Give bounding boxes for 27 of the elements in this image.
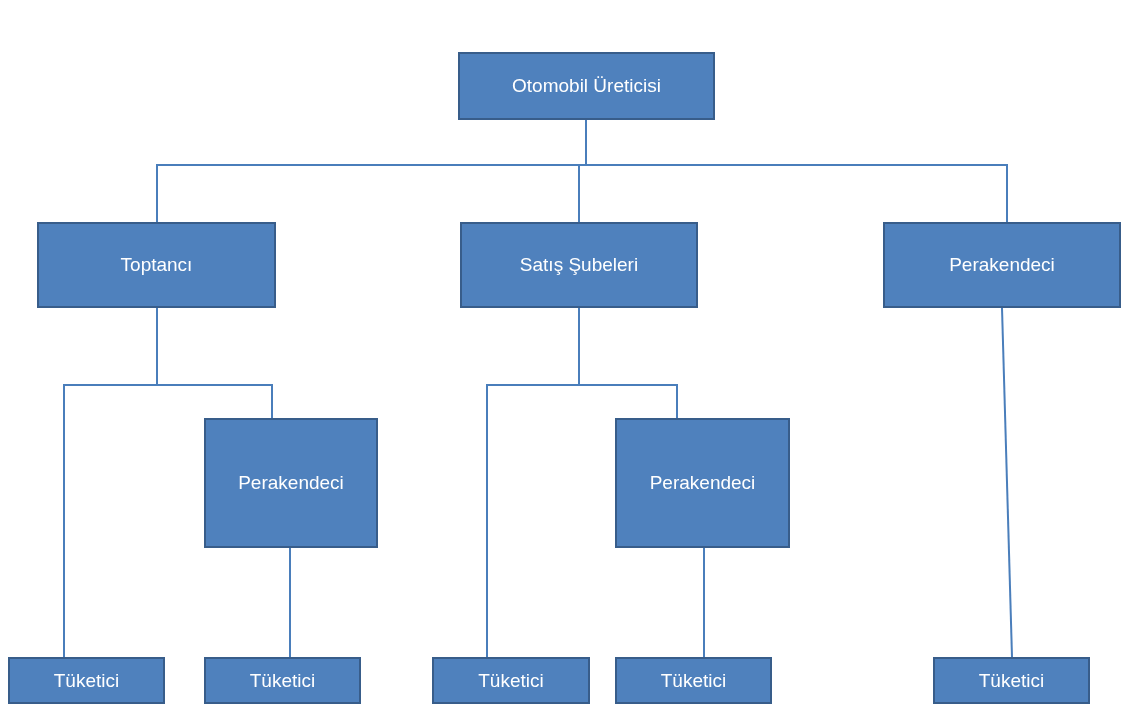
connector-line: [703, 547, 705, 658]
box-label: Satış Şubeleri: [519, 254, 639, 276]
process-box: [204, 657, 361, 704]
box-label: Perakendeci: [649, 472, 756, 494]
box-label: Tüketici: [249, 669, 316, 692]
connector-line: [156, 307, 273, 419]
process-box: [615, 418, 790, 548]
box-label: Perakendeci: [949, 254, 1055, 276]
process-box: [432, 657, 590, 704]
process-box: [458, 52, 715, 120]
box-label: Otomobil Üreticisi: [512, 75, 661, 97]
box-label: Toptancı: [120, 254, 193, 276]
process-box: [8, 657, 165, 704]
box-label: Tüketici: [660, 669, 727, 692]
process-box: [933, 657, 1090, 704]
connector-line: [578, 307, 678, 419]
process-box: [883, 222, 1121, 308]
box-label: Tüketici: [478, 669, 544, 692]
process-box: [37, 222, 276, 308]
connector-line: [289, 547, 291, 658]
box-label: Tüketici: [53, 669, 120, 692]
connector-line: [1001, 307, 1013, 658]
process-box: [204, 418, 378, 548]
box-label: Tüketici: [978, 669, 1045, 692]
box-label: Perakendeci: [238, 472, 344, 494]
process-box: [460, 222, 698, 308]
process-box: [615, 657, 772, 704]
